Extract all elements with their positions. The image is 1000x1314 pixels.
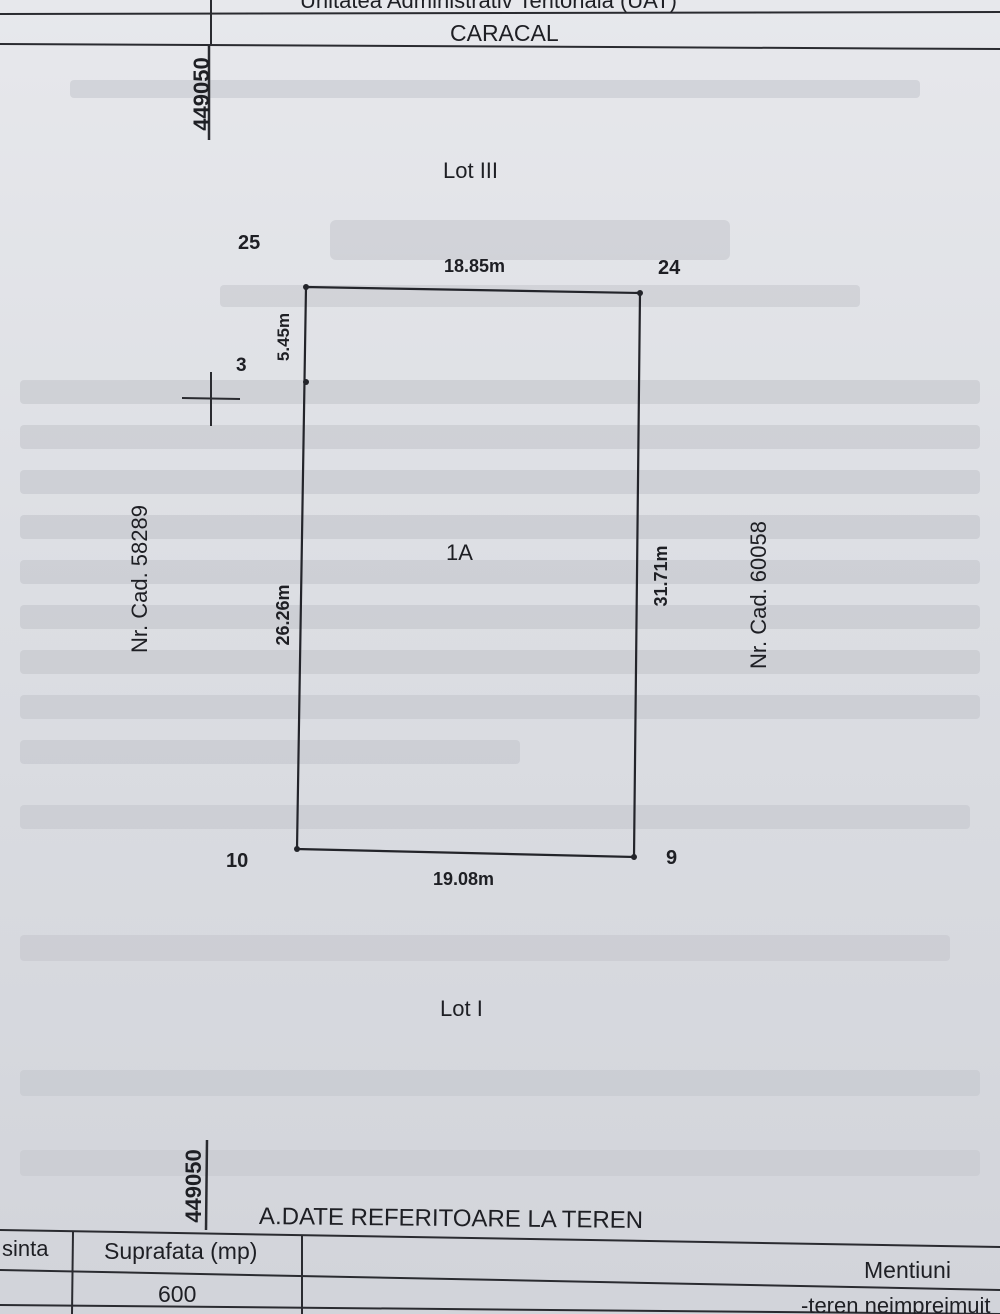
table-mid-line	[0, 1269, 1000, 1291]
header-top-line	[0, 11, 1000, 15]
point-24: 24	[658, 257, 681, 279]
coordinate-tick-bottom	[204, 1139, 209, 1231]
table-header-area: Suprafata (mp)	[104, 1238, 258, 1264]
parcel-outline	[295, 285, 642, 859]
point-3: 3	[236, 355, 247, 376]
table-col-divider-1	[71, 1231, 74, 1314]
coordinate-label-top: 449050	[189, 57, 214, 131]
parcel-id: 1A	[446, 540, 473, 565]
dimension-bottom: 19.08m	[433, 869, 495, 889]
dimension-left-lower: 26.26m	[273, 584, 293, 646]
grid-cross-icon	[181, 372, 241, 426]
table-header-mentions: Mentiuni	[864, 1257, 951, 1283]
table-bottom-line	[0, 1304, 1000, 1314]
point-25: 25	[238, 232, 261, 254]
table-area-value: 600	[158, 1281, 197, 1307]
locality-name: CARACAL	[450, 20, 559, 46]
dimension-left-upper: 5.45m	[274, 312, 293, 362]
neighbor-east: Nr. Cad. 60058	[746, 521, 771, 669]
table-header-left-cut: sinta	[2, 1236, 49, 1261]
neighbor-north: Lot III	[443, 158, 499, 183]
neighbor-south: Lot I	[440, 996, 483, 1021]
dimension-top: 18.85m	[444, 256, 506, 276]
table-top-line	[0, 1229, 1000, 1248]
header-cut-text: Unitatea Administrativ Teritoriala (UAT)	[300, 0, 677, 13]
point-10: 10	[226, 850, 249, 872]
header-bottom-line	[0, 43, 1000, 50]
section-title: A.DATE REFERITOARE LA TEREN	[258, 1202, 644, 1235]
neighbor-west: Nr. Cad. 58289	[127, 505, 152, 653]
table-mention-value: -teren neimprejmuit	[801, 1293, 991, 1314]
point-9: 9	[666, 847, 678, 869]
coordinate-label-bottom: 449050	[181, 1149, 206, 1223]
vertex-markers	[294, 284, 643, 860]
dimension-right: 31.71m	[651, 545, 671, 607]
